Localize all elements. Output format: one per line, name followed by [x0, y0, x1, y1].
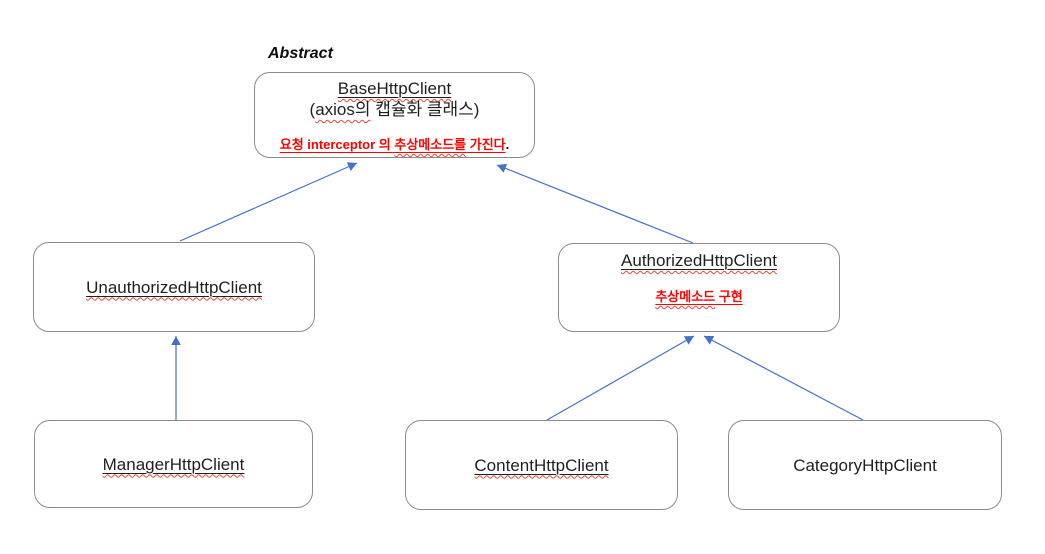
class-box-content-http-client: ContentHttpClient: [405, 420, 678, 510]
class-box-unauthorized-http-client: UnauthorizedHttpClient: [33, 242, 315, 332]
class-title: CategoryHttpClient: [793, 455, 937, 475]
class-title: BaseHttpClient: [337, 79, 452, 98]
class-annotation: 추상메소드 구현: [655, 289, 743, 304]
class-title: AuthorizedHttpClient: [621, 251, 777, 270]
class-title: ContentHttpClient: [474, 455, 609, 475]
class-title: UnauthorizedHttpClient: [86, 277, 262, 297]
class-box-authorized-http-client: AuthorizedHttpClient 추상메소드 구현: [558, 243, 840, 332]
arrow-category-to-authorized: [703, 335, 864, 421]
arrow-content-to-authorized: [546, 335, 695, 421]
class-title: ManagerHttpClient: [102, 454, 245, 474]
class-box-category-http-client: CategoryHttpClient: [728, 420, 1002, 510]
abstract-stereotype-label: Abstract: [268, 45, 333, 62]
class-box-manager-http-client: ManagerHttpClient: [34, 420, 313, 508]
class-box-base-http-client: BaseHttpClient (axios의 캡슐화 클래스) 요청 inter…: [254, 72, 535, 158]
arrow-authorized-to-base: [496, 163, 694, 244]
class-annotation: 요청 interceptor 의 추상메소드를 가진다.: [279, 137, 510, 152]
arrow-unauthorized-to-base: [179, 162, 358, 242]
class-subtitle: (axios의 캡슐화 클래스): [309, 100, 480, 119]
